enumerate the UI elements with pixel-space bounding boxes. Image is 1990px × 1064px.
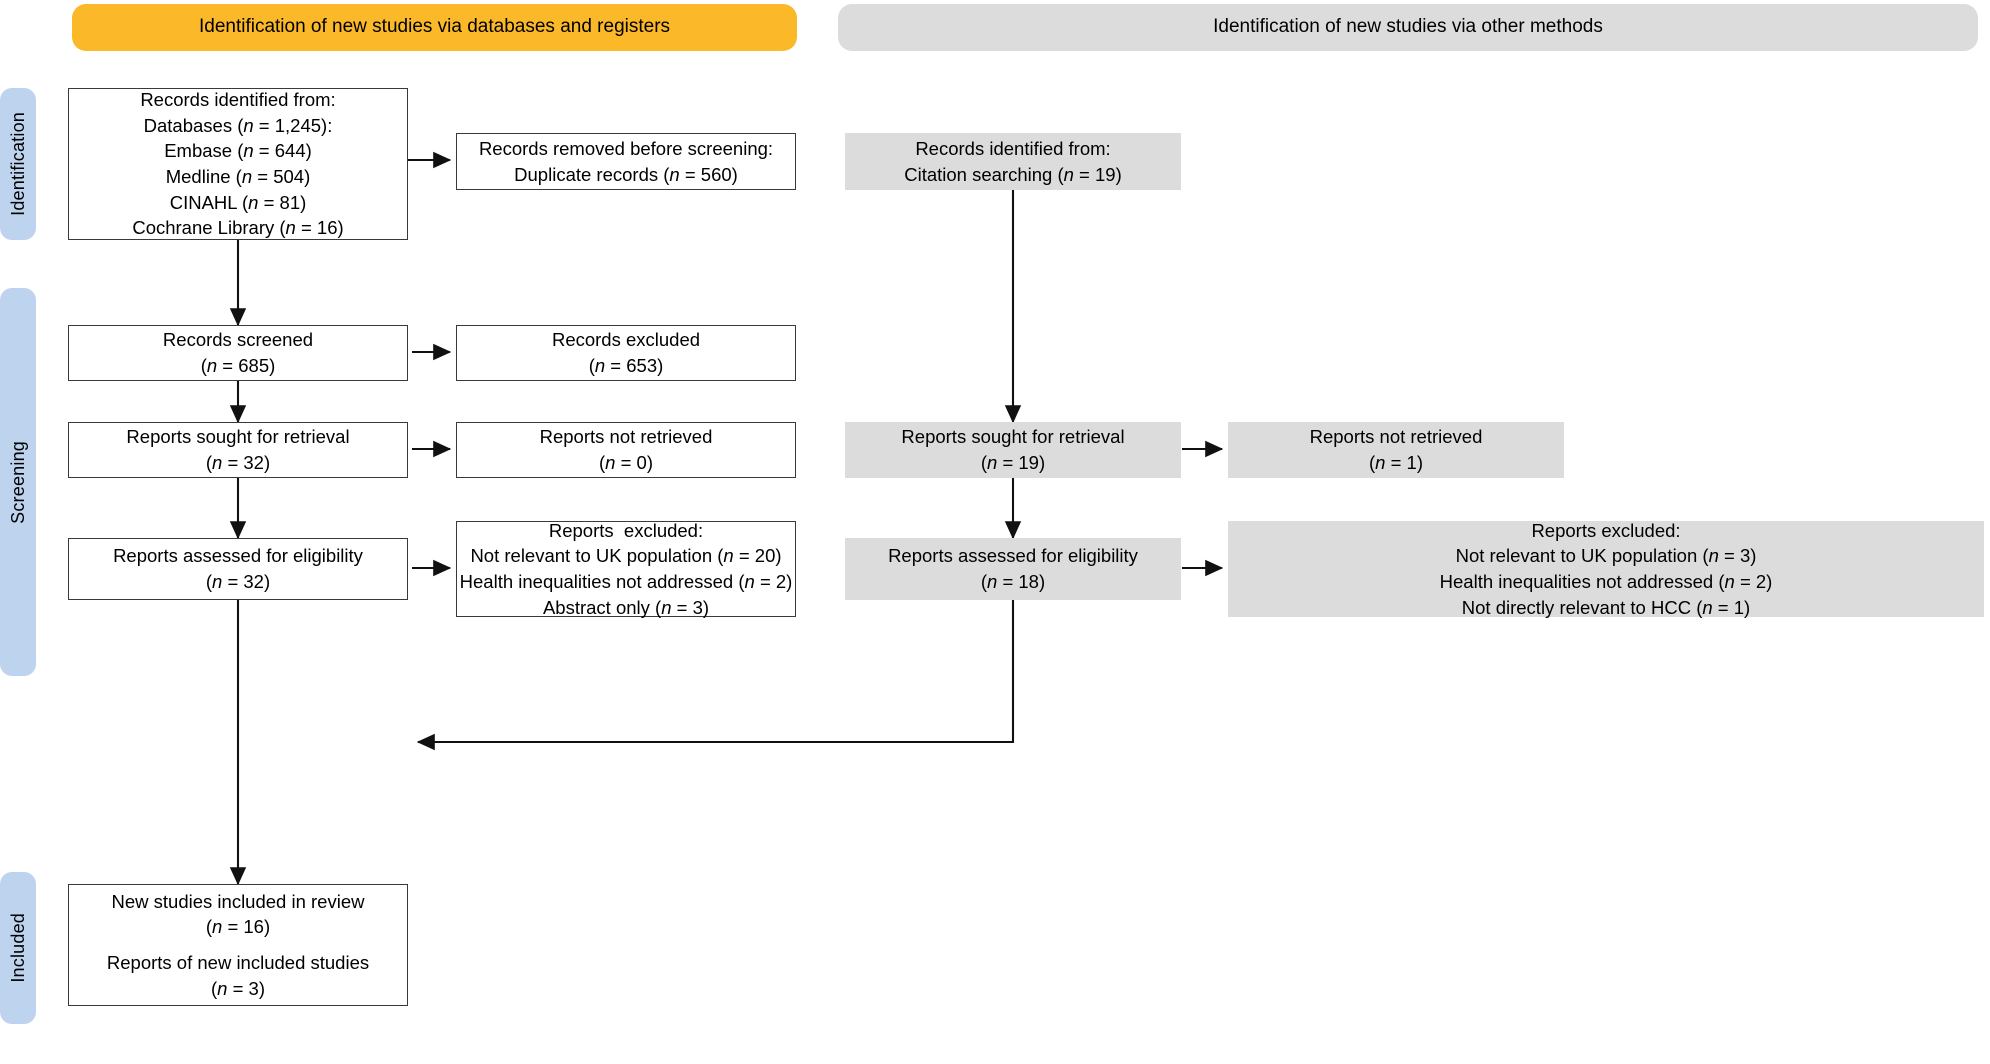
- records-excluded-line-2: (n = 653): [588, 355, 664, 376]
- records-removed-line-2: Duplicate records (n = 560): [514, 163, 738, 185]
- box-records-excluded: Records excluded (n = 653): [456, 325, 796, 381]
- box-records-identified: Records identified from: Databases (n = …: [68, 88, 408, 240]
- records-identified-line-4: Medline (n = 504): [165, 166, 311, 187]
- reports-excluded-line-2: Not relevant to UK population (n = 20): [470, 545, 782, 567]
- other-reports-not-retrieved-line-1: Reports not retrieved: [1309, 426, 1483, 448]
- header-banner-databases: Identification of new studies via databa…: [72, 4, 797, 51]
- records-identified-line-6: Cochrane Library (n = 16): [132, 217, 344, 239]
- stage-tab-included: Included: [0, 872, 36, 1024]
- reports-excluded-line-1: Reports excluded:: [548, 519, 704, 541]
- box-other-reports-excluded: Reports excluded: Not relevant to UK pop…: [1228, 519, 1984, 618]
- new-studies-included-line-4: (n = 3): [210, 977, 265, 999]
- box-reports-excluded: Reports excluded: Not relevant to UK pop…: [456, 519, 796, 618]
- box-reports-sought: Reports sought for retrieval (n = 32): [68, 422, 408, 478]
- reports-not-retrieved-line-1: Reports not retrieved: [539, 426, 713, 448]
- records-identified-line-3: Embase (n = 644): [164, 140, 312, 162]
- new-studies-included-line-3: Reports of new included studies: [106, 952, 370, 973]
- reports-assessed-line-1: Reports assessed for eligibility: [113, 545, 363, 567]
- box-other-records-identified: Records identified from: Citation search…: [845, 133, 1181, 190]
- other-reports-excluded-line-4: Not directly relevant to HCC (n = 1): [1461, 596, 1751, 618]
- reports-sought-line-1: Reports sought for retrieval: [126, 426, 350, 448]
- other-reports-assessed-line-2: (n = 18): [980, 571, 1046, 592]
- other-reports-excluded-line-1: Reports excluded:: [1531, 519, 1681, 541]
- new-studies-included-line-1: New studies included in review: [111, 890, 365, 912]
- box-records-screened: Records screened (n = 685): [68, 325, 408, 381]
- other-reports-sought-line-1: Reports sought for retrieval: [901, 426, 1125, 448]
- other-reports-excluded-line-2: Not relevant to UK population (n = 3): [1455, 545, 1757, 567]
- box-other-reports-sought: Reports sought for retrieval (n = 19): [845, 422, 1181, 478]
- header-banner-other-methods: Identification of new studies via other …: [838, 4, 1978, 51]
- stage-tab-identification: Identification: [0, 88, 36, 240]
- stage-tab-identification-label: Identification: [7, 112, 28, 216]
- other-records-identified-line-1: Records identified from:: [915, 137, 1111, 159]
- box-new-studies-included: New studies included in review (n = 16) …: [68, 884, 408, 1006]
- records-identified-line-5: CINAHL (n = 81): [169, 191, 307, 213]
- other-reports-excluded-line-3: Health inequalities not addressed (n = 2…: [1439, 571, 1773, 592]
- reports-sought-line-2: (n = 32): [205, 452, 271, 473]
- stage-tab-screening-label: Screening: [7, 440, 28, 524]
- wire-other-assessed-to-included: [416, 600, 1015, 751]
- stage-tab-screening: Screening: [0, 288, 36, 676]
- header-banner-databases-label: Identification of new studies via databa…: [198, 16, 671, 38]
- box-reports-assessed: Reports assessed for eligibility (n = 32…: [68, 538, 408, 600]
- box-reports-not-retrieved: Reports not retrieved (n = 0): [456, 422, 796, 478]
- records-removed-line-1: Records removed before screening:: [478, 137, 774, 159]
- other-records-identified-line-2: Citation searching (n = 19): [904, 163, 1122, 185]
- records-screened-line-2: (n = 685): [200, 355, 276, 376]
- reports-excluded-line-4: Abstract only (n = 3): [542, 596, 710, 618]
- records-identified-line-1: Records identified from:: [140, 89, 336, 111]
- reports-not-retrieved-line-2: (n = 0): [598, 452, 653, 473]
- new-studies-included-line-2: (n = 16): [205, 916, 271, 938]
- box-other-reports-assessed: Reports assessed for eligibility (n = 18…: [845, 538, 1181, 600]
- box-records-removed: Records removed before screening: Duplic…: [456, 133, 796, 190]
- header-banner-other-methods-label: Identification of new studies via other …: [1213, 16, 1603, 38]
- other-reports-not-retrieved-line-2: (n = 1): [1368, 452, 1423, 473]
- records-excluded-line-1: Records excluded: [551, 329, 701, 351]
- other-reports-assessed-line-1: Reports assessed for eligibility: [888, 545, 1138, 567]
- reports-assessed-line-2: (n = 32): [205, 571, 271, 592]
- other-reports-sought-line-2: (n = 19): [980, 452, 1046, 473]
- records-identified-line-2: Databases (n = 1,245):: [143, 114, 333, 136]
- records-screened-line-1: Records screened: [162, 329, 314, 351]
- stage-tab-included-label: Included: [7, 913, 28, 983]
- reports-excluded-line-3: Health inequalities not addressed (n = 2…: [459, 571, 793, 592]
- box-other-reports-not-retrieved: Reports not retrieved (n = 1): [1228, 422, 1564, 478]
